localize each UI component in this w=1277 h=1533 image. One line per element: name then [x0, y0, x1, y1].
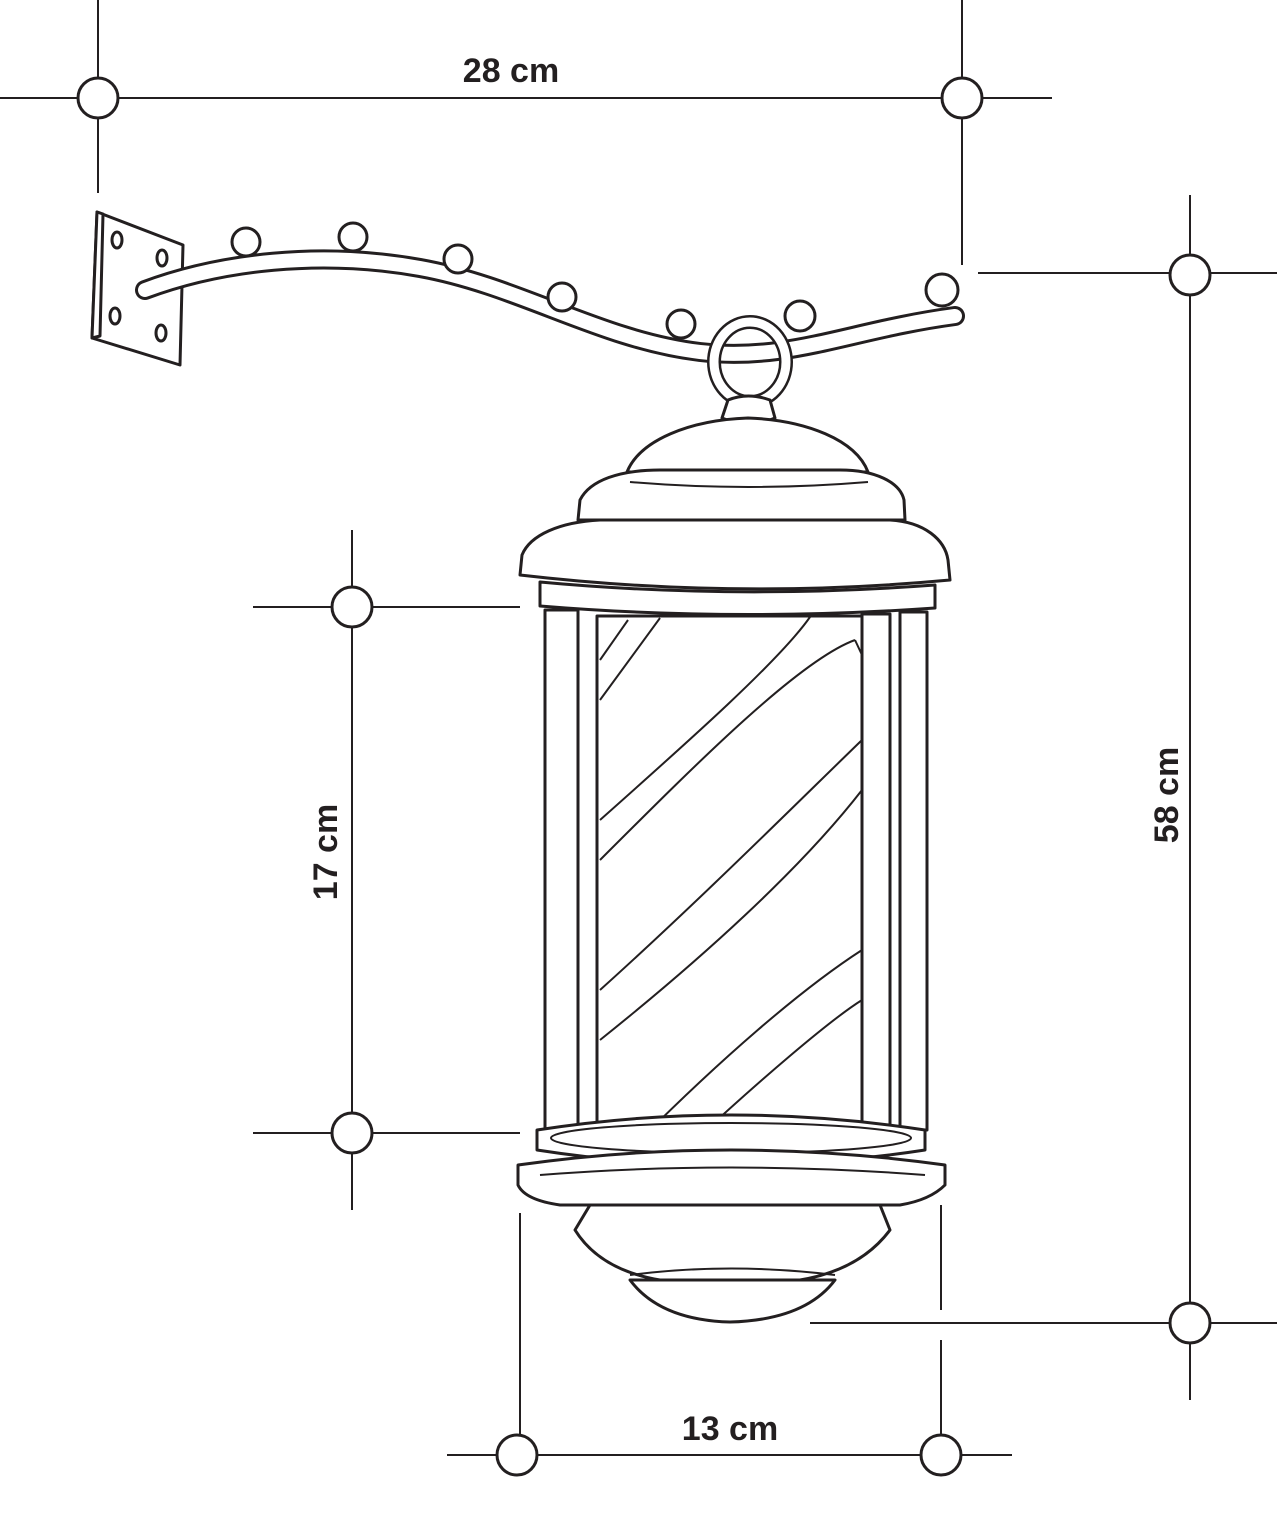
label-height-total: 58 cm	[1148, 747, 1186, 843]
dimension-pole-height: 17 cm	[253, 530, 520, 1210]
bracket-arm	[135, 221, 965, 364]
label-pole-height: 17 cm	[307, 804, 345, 900]
label-base-width: 13 cm	[682, 1410, 778, 1448]
barber-pole-cylinder	[595, 614, 864, 1148]
hanging-ring	[707, 315, 793, 426]
lantern	[516, 416, 952, 1324]
dimension-base-width: 13 cm	[447, 1205, 1012, 1477]
pole-stripes	[599, 616, 863, 1146]
dimension-width-top: 28 cm	[0, 0, 1052, 265]
dimension-height-total: 58 cm	[810, 195, 1277, 1400]
label-width-top: 28 cm	[463, 52, 559, 90]
